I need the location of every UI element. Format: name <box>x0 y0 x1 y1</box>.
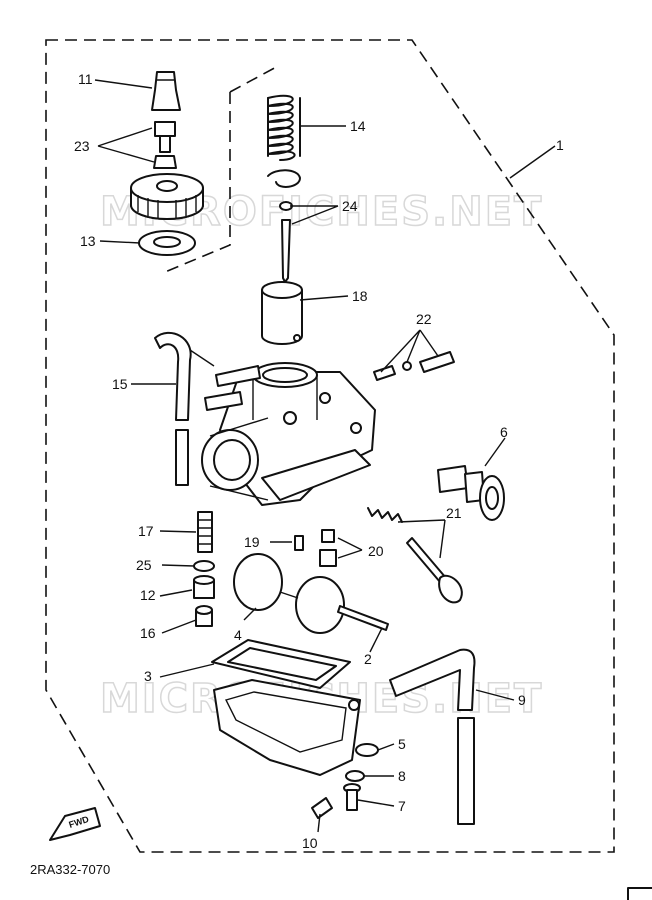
assembly-boundary <box>45 39 615 853</box>
part-needle-clip <box>267 169 301 188</box>
label-part-9: 9 <box>518 692 526 708</box>
label-part-13: 13 <box>80 233 96 249</box>
label-part-2: 2 <box>364 651 372 667</box>
part-11-cap <box>151 71 181 111</box>
part-4-float <box>233 553 345 634</box>
label-part-1: 1 <box>556 137 564 153</box>
part-21-throttle-stop-screw <box>367 507 463 604</box>
part-float-chamber <box>213 679 361 776</box>
part-14-spring <box>267 94 301 161</box>
part-2-float-pin <box>337 605 389 631</box>
body-fittings <box>204 365 261 411</box>
label-part-21: 21 <box>446 505 462 521</box>
part-labels: 1 2 3 4 5 6 7 8 9 10 11 12 13 14 15 16 1… <box>74 71 564 851</box>
label-part-22: 22 <box>416 311 432 327</box>
label-part-5: 5 <box>398 736 406 752</box>
label-part-3: 3 <box>144 668 152 684</box>
label-part-8: 8 <box>398 768 406 784</box>
label-part-7: 7 <box>398 798 406 814</box>
part-25-washer <box>193 560 215 572</box>
leader-lines <box>94 79 556 833</box>
part-23-screw-nut <box>153 121 177 169</box>
part-19-pilot-jet <box>294 535 304 551</box>
drawing-code: 2RA332-7070 <box>30 862 110 877</box>
label-part-14: 14 <box>350 118 366 134</box>
label-part-4: 4 <box>234 627 242 643</box>
label-part-17: 17 <box>138 523 154 539</box>
part-20-needle-valve <box>319 529 337 567</box>
label-part-11: 11 <box>78 71 93 87</box>
part-13-gasket <box>138 230 196 256</box>
label-part-24: 24 <box>342 198 358 214</box>
label-part-25: 25 <box>136 557 152 573</box>
part-17-needle-jet <box>197 511 213 553</box>
part-15-hose <box>154 331 215 486</box>
part-16-main-jet <box>195 605 213 627</box>
part-8-washer <box>345 770 365 782</box>
part-18-throttle-valve <box>261 281 303 345</box>
part-6-choke-plunger <box>437 465 505 521</box>
part-7-screw <box>343 783 361 811</box>
label-part-16: 16 <box>140 625 156 641</box>
part-5-washer <box>355 743 379 757</box>
label-part-23: 23 <box>74 138 90 154</box>
label-part-15: 15 <box>112 376 128 392</box>
part-3-gasket <box>211 639 351 689</box>
label-part-19: 19 <box>244 534 260 550</box>
part-9-overflow-hose <box>389 648 476 825</box>
label-part-20: 20 <box>368 543 384 559</box>
part-12-jet-holder <box>193 575 215 599</box>
part-carburetor-body <box>201 362 376 506</box>
label-part-12: 12 <box>140 587 156 603</box>
slide-group-boundary <box>164 64 281 273</box>
label-part-10: 10 <box>302 835 318 851</box>
part-cap-nut <box>130 173 204 220</box>
label-part-18: 18 <box>352 288 368 304</box>
fwd-arrow-icon: FWD <box>49 807 101 841</box>
part-22-pilot-screw <box>373 351 455 381</box>
label-part-6: 6 <box>500 424 508 440</box>
corner-mark <box>627 887 652 900</box>
part-10-screw <box>311 797 333 819</box>
